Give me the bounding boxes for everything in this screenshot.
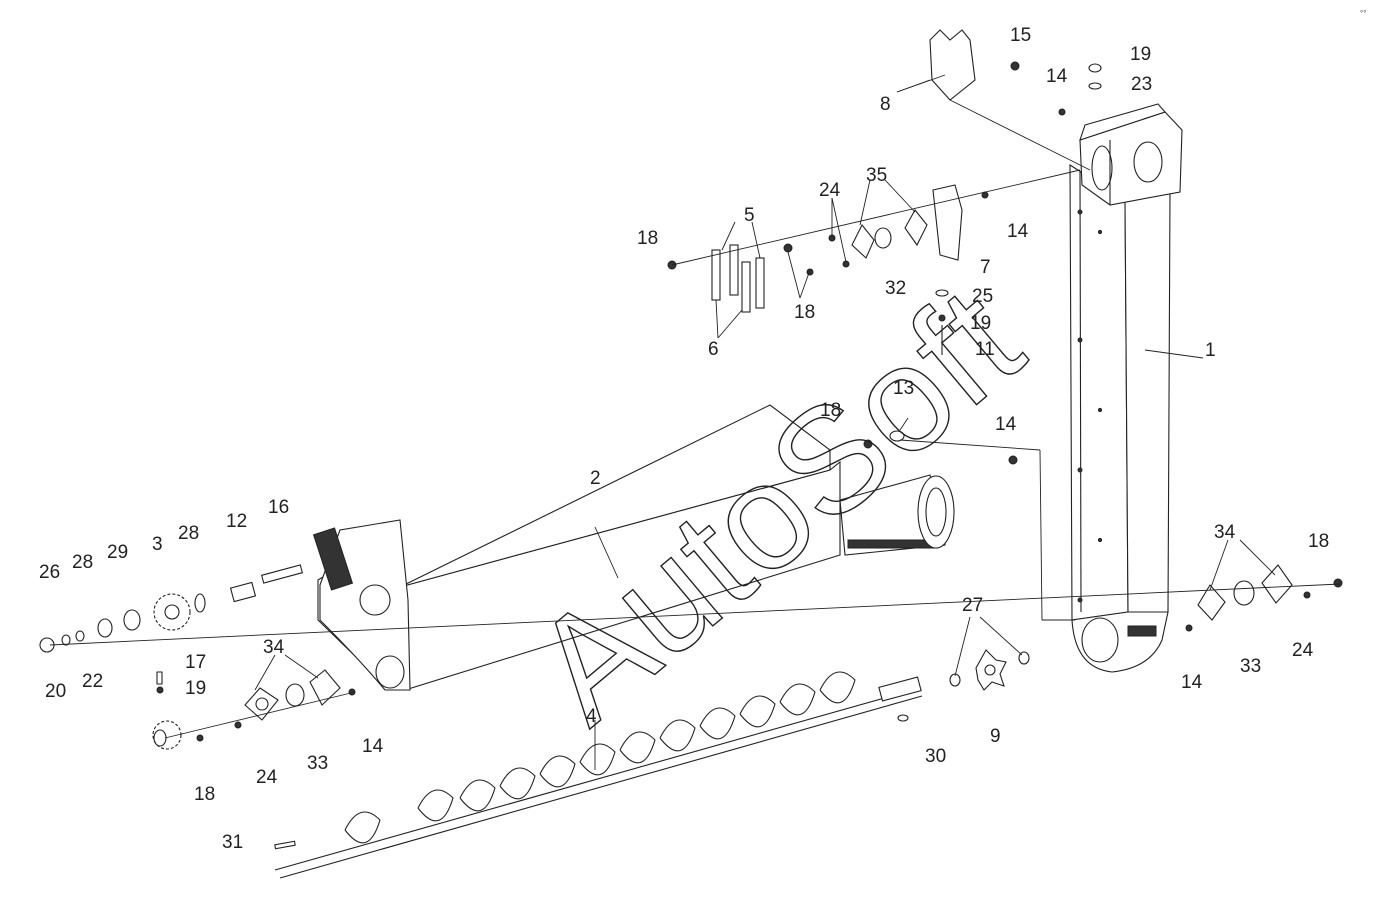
callout-15: 15 — [1010, 25, 1031, 46]
vertical-tube-part-1 — [1069, 103, 1183, 673]
callout-34-left: 34 — [263, 637, 285, 658]
callout-14-top: 14 — [1046, 66, 1068, 87]
callout-14-middle: 14 — [995, 414, 1017, 435]
callout-19-middle: 19 — [970, 313, 991, 334]
callout-33-left: 33 — [307, 753, 328, 774]
callout-9: 9 — [990, 726, 1001, 747]
callout-13: 13 — [893, 378, 914, 399]
callout-32: 32 — [885, 278, 906, 299]
callout-4: 4 — [586, 706, 597, 727]
callout-18-top-left: 18 — [637, 228, 658, 249]
callout-28-left: 28 — [72, 552, 93, 573]
callout-1: 1 — [1205, 340, 1216, 361]
leader-lines — [49, 74, 1341, 770]
callout-35: 35 — [866, 165, 887, 186]
callout-33-right: 33 — [1240, 656, 1261, 677]
callout-27: 27 — [962, 595, 983, 616]
callout-31: 31 — [222, 832, 243, 853]
callout-24-top: 24 — [819, 180, 841, 201]
callout-14-left: 14 — [362, 736, 384, 757]
callout-16: 16 — [268, 497, 289, 518]
callout-24-left: 24 — [256, 767, 278, 788]
callout-5: 5 — [744, 205, 755, 226]
callout-labels: 1 2 3 4 5 6 7 8 9 11 12 13 14 14 14 14 1… — [39, 25, 1329, 853]
callout-18-right: 18 — [1308, 531, 1329, 552]
callout-11: 11 — [975, 339, 995, 360]
callout-17: 17 — [185, 652, 206, 673]
callout-30: 30 — [925, 746, 946, 767]
auger-part-4 — [274, 671, 923, 879]
callout-20: 20 — [45, 681, 66, 702]
callout-18-middle: 18 — [820, 400, 841, 421]
callout-7: 7 — [980, 257, 991, 278]
callout-25: 25 — [972, 286, 993, 307]
callout-18-left: 18 — [194, 784, 215, 805]
housing-part-2 — [312, 404, 955, 691]
callout-22: 22 — [82, 671, 103, 692]
callout-26: 26 — [39, 562, 60, 583]
callout-12: 12 — [226, 511, 247, 532]
callout-3: 3 — [152, 534, 163, 555]
callout-18-top: 18 — [794, 302, 815, 323]
callout-2: 2 — [590, 468, 601, 489]
callout-19-top: 19 — [1130, 44, 1151, 65]
callout-19-left: 19 — [185, 678, 206, 699]
callout-6: 6 — [708, 339, 719, 360]
callout-24-right: 24 — [1292, 640, 1314, 661]
callout-14-right: 14 — [1181, 672, 1203, 693]
callout-8: 8 — [880, 94, 891, 115]
callout-29: 29 — [107, 542, 128, 563]
callout-23: 23 — [1131, 74, 1152, 95]
corner-mark: °° — [1360, 9, 1366, 18]
callout-28-right: 28 — [178, 523, 199, 544]
callout-14-upper: 14 — [1007, 221, 1029, 242]
callout-34-right: 34 — [1214, 522, 1236, 543]
